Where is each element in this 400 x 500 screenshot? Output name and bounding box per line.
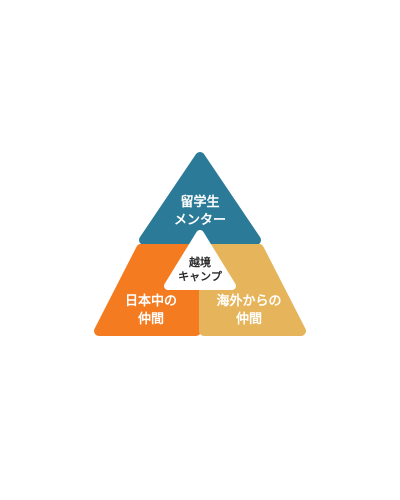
segment-left-label-line1: 日本中の xyxy=(125,293,177,309)
segment-right-label-line1: 海外からの xyxy=(216,293,281,309)
segment-left-shape xyxy=(94,244,201,336)
segment-left: 日本中の 仲間 xyxy=(94,244,201,336)
segment-top-label-line2: メンター xyxy=(174,213,226,228)
segment-right-shape xyxy=(199,244,306,336)
segment-center-label-line1: 越境 xyxy=(188,255,211,269)
segment-top-label-line1: 留学生 xyxy=(180,194,219,210)
segment-top: 留学生 メンター xyxy=(139,152,261,245)
segment-left-label-line2: 仲間 xyxy=(138,311,164,327)
segment-right: 海外からの 仲間 xyxy=(199,244,306,336)
segment-center-shape xyxy=(164,230,236,290)
segment-right-label-line2: 仲間 xyxy=(236,311,262,327)
segment-center-label-line2: キャンプ xyxy=(178,269,223,283)
segment-center: 越境 キャンプ xyxy=(164,230,236,290)
